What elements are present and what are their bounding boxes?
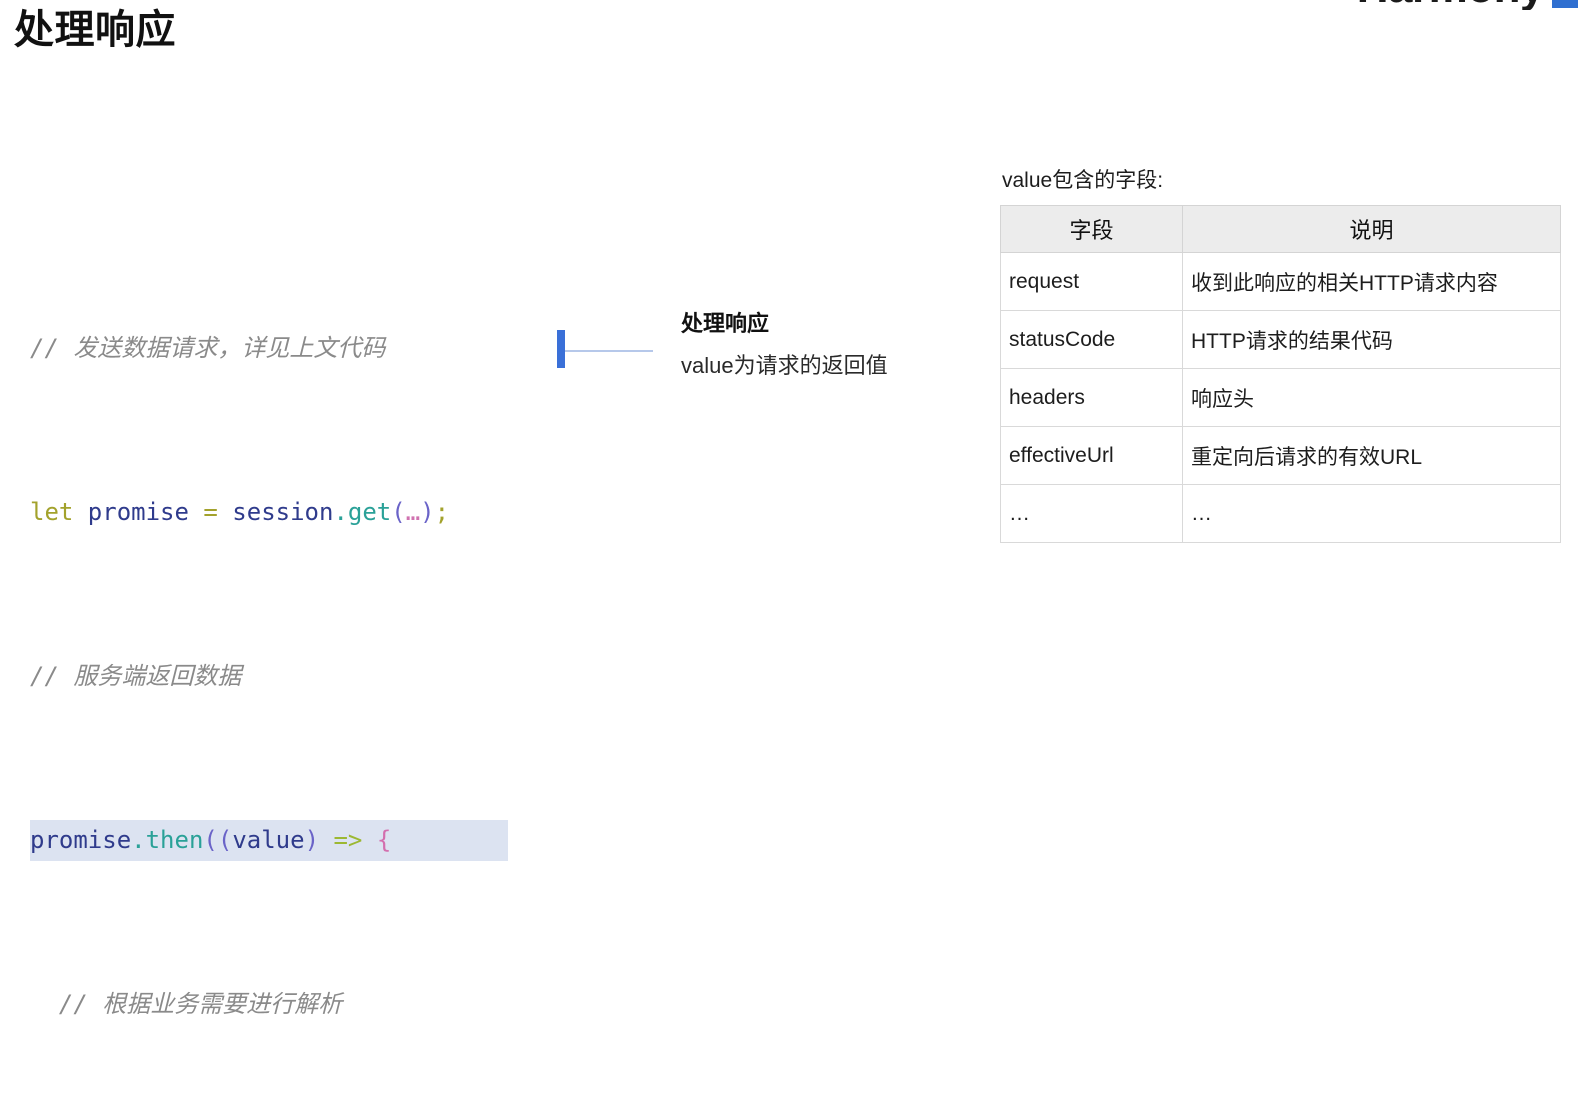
code-ellipsis-arg: … — [405, 498, 421, 526]
code-paren-open: (( — [203, 826, 233, 854]
table-cell-field: statusCode — [1000, 310, 1183, 369]
brand-watermark: Harmony — [1357, 0, 1578, 10]
code-paren-open: ( — [391, 498, 406, 526]
page-title: 处理响应 — [14, 8, 176, 52]
callout-description: value为请求的返回值 — [681, 352, 888, 378]
connector-bar-icon — [557, 330, 565, 368]
code-identifier-promise: promise — [73, 498, 204, 526]
code-paren-close: ) — [304, 826, 320, 854]
table-header-row: 字段 说明 — [1000, 205, 1561, 253]
table-row: … … — [1000, 484, 1561, 543]
table-cell-description: … — [1182, 484, 1561, 543]
table-cell-field: headers — [1000, 368, 1183, 427]
table-cell-field: request — [1000, 252, 1183, 311]
code-operator-assign: = — [203, 498, 218, 526]
code-block: // 发送数据请求，详见上文代码 let promise = session.g… — [30, 205, 530, 1116]
code-line-5: // 根据业务需要进行解析 — [30, 984, 530, 1025]
code-dot: . — [333, 498, 348, 526]
table-header-description: 说明 — [1182, 205, 1561, 253]
code-paren-close: ) — [420, 498, 435, 526]
table-row: effectiveUrl 重定向后请求的有效URL — [1000, 426, 1561, 485]
value-fields-table: 字段 说明 request 收到此响应的相关HTTP请求内容 statusCod… — [1000, 205, 1561, 543]
table-row: request 收到此响应的相关HTTP请求内容 — [1000, 252, 1561, 311]
blue-square-icon — [1552, 0, 1578, 8]
code-semicolon: ; — [434, 498, 450, 526]
table-caption: value包含的字段: — [1002, 169, 1164, 192]
callout-panel: 处理响应 value为请求的返回值 — [681, 310, 971, 379]
code-arrow-operator: => — [319, 826, 377, 854]
callout-title: 处理响应 — [681, 311, 770, 336]
code-keyword-let: let — [30, 498, 74, 526]
table-cell-description: 重定向后请求的有效URL — [1182, 426, 1561, 485]
code-line-1: // 发送数据请求，详见上文代码 — [30, 328, 530, 369]
code-comment: // 服务端返回数据 — [30, 662, 242, 690]
code-identifier-session: session — [217, 498, 334, 526]
table-cell-field: effectiveUrl — [1000, 426, 1183, 485]
table-row: statusCode HTTP请求的结果代码 — [1000, 310, 1561, 369]
code-line-4-highlighted: promise.then((value) => { — [30, 820, 508, 861]
connector-leader-line-icon — [565, 350, 653, 352]
table-row: headers 响应头 — [1000, 368, 1561, 427]
code-param-value: value — [232, 826, 305, 854]
code-line-3: // 服务端返回数据 — [30, 656, 530, 697]
code-comment: // 发送数据请求，详见上文代码 — [30, 334, 386, 362]
code-comment: // 根据业务需要进行解析 — [58, 990, 343, 1018]
code-brace-open: { — [376, 826, 392, 854]
brand-name: Harmony — [1357, 0, 1545, 10]
code-method-get: get — [347, 498, 392, 526]
code-method-then: then — [145, 826, 204, 854]
table-cell-description: HTTP请求的结果代码 — [1182, 310, 1561, 369]
table-header-field: 字段 — [1000, 205, 1183, 253]
table-cell-description: 收到此响应的相关HTTP请求内容 — [1182, 252, 1561, 311]
table-cell-description: 响应头 — [1182, 368, 1561, 427]
table-cell-field: … — [1000, 484, 1183, 543]
code-dot: . — [131, 826, 146, 854]
code-identifier-promise: promise — [30, 826, 132, 854]
callout-connector — [557, 330, 653, 370]
code-line-2: let promise = session.get(…); — [30, 492, 530, 533]
